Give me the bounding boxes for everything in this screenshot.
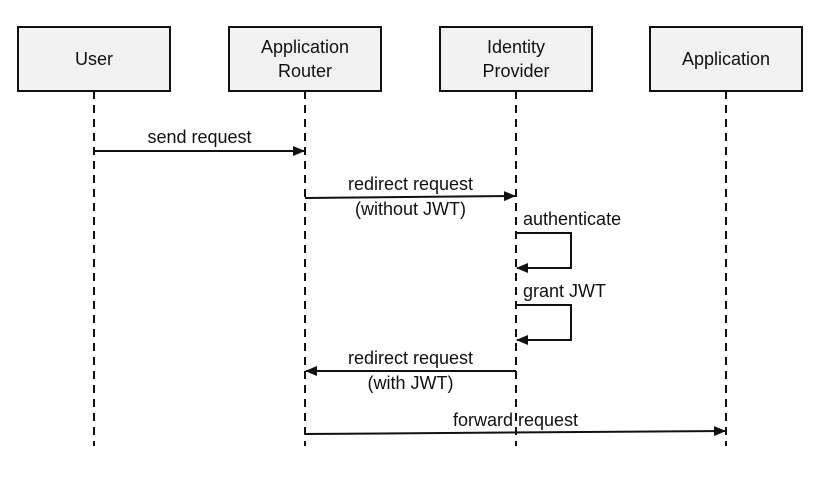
message-label: forward request bbox=[453, 410, 578, 430]
participant-user: User bbox=[17, 26, 171, 92]
message-label: authenticate bbox=[523, 209, 621, 229]
message-authenticate: authenticate bbox=[516, 209, 621, 273]
message-label: (without JWT) bbox=[355, 199, 466, 219]
message-arrow bbox=[304, 426, 726, 437]
participant-box bbox=[228, 26, 382, 92]
messages-layer: send request redirect request (without JWT… bbox=[94, 127, 726, 437]
participant-box bbox=[17, 26, 171, 92]
participant-label: Application bbox=[682, 49, 770, 69]
self-message-arrow bbox=[516, 304, 572, 345]
participant-label: Provider bbox=[482, 61, 549, 81]
participant-label: Router bbox=[278, 61, 332, 81]
message-forward-request: forward request bbox=[304, 410, 726, 437]
message-send-request: send request bbox=[94, 127, 305, 156]
participant-box bbox=[439, 26, 593, 92]
participant-label: User bbox=[75, 49, 113, 69]
participant-application: Application bbox=[649, 26, 803, 92]
participant-label: Identity bbox=[487, 37, 545, 57]
participant-label: Application bbox=[261, 37, 349, 57]
participant-box bbox=[649, 26, 803, 92]
message-arrow bbox=[304, 191, 516, 202]
message-grant-jwt: grant JWT bbox=[516, 281, 606, 345]
message-label: redirect request bbox=[348, 174, 473, 194]
message-label: grant JWT bbox=[523, 281, 606, 301]
message-label: redirect request bbox=[348, 348, 473, 368]
self-message-arrow bbox=[516, 232, 572, 273]
message-redirect-without-jwt: redirect request (without JWT) bbox=[304, 174, 516, 219]
message-redirect-with-jwt: redirect request (with JWT) bbox=[305, 348, 516, 393]
message-label: send request bbox=[147, 127, 251, 147]
message-label: (with JWT) bbox=[368, 373, 454, 393]
